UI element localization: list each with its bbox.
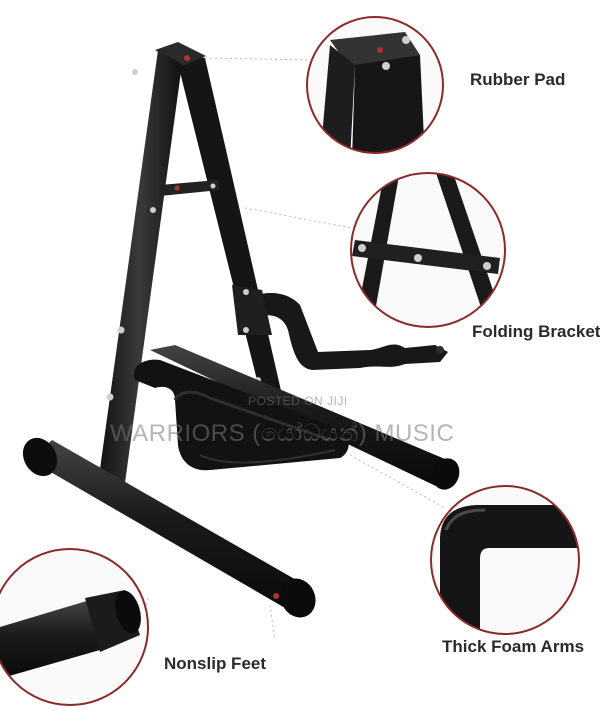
nonslip-feet-label: Nonslip Feet — [164, 654, 267, 673]
watermark-posted-on: POSTED ON JIJI — [248, 394, 348, 408]
callout-thick-foam-arms — [430, 485, 580, 635]
thick-foam-arms-label: Thick Foam Arms — [442, 637, 585, 656]
callout-rubber-pad — [306, 16, 444, 154]
watermark-shop-name: WARRIORS (යෝධයන්) MUSIC — [110, 420, 455, 447]
folding-bracket-label: Folding Bracket — [472, 322, 600, 341]
callout-nonslip-feet — [0, 548, 149, 706]
callout-folding-bracket — [350, 172, 506, 328]
guitar-stand — [22, 42, 460, 618]
rubber-pad-label: Rubber Pad — [470, 70, 566, 89]
